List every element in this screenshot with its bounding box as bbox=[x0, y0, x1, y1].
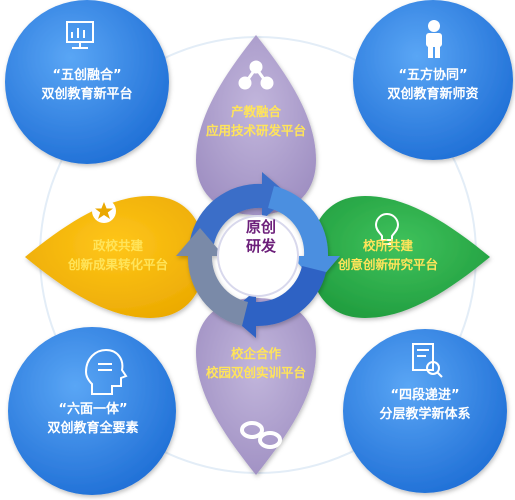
cycle-arrow-left bbox=[176, 228, 248, 326]
label-bottom-right-line1: “四段递进” bbox=[390, 388, 460, 403]
cycle-arrow-right bbox=[268, 186, 340, 284]
label-bottom-left-line1: “六面一体” bbox=[58, 402, 128, 417]
hub-label-line2: 研发 bbox=[245, 237, 276, 255]
link-icon bbox=[240, 421, 282, 449]
label-petal-bottom-line2: 校园双创实训平台 bbox=[205, 365, 306, 380]
star-icon bbox=[92, 199, 116, 223]
label-petal-right-line2: 创意创新研究平台 bbox=[337, 257, 438, 272]
label-top-left: “五创融合” 双创教育新平台 bbox=[27, 66, 147, 104]
petal-left bbox=[25, 196, 205, 318]
circle-bottom-right bbox=[343, 329, 507, 493]
label-top-left-line2: 双创教育新平台 bbox=[41, 87, 133, 102]
cycle-arrows bbox=[176, 172, 340, 338]
petal-right bbox=[310, 196, 490, 318]
circle-bottom-left bbox=[8, 327, 176, 495]
document-search-icon bbox=[412, 343, 443, 378]
label-petal-top-line1: 产教融合 bbox=[230, 104, 281, 119]
network-icon bbox=[238, 60, 274, 90]
label-top-right: “五方协同” 双创教育新师资 bbox=[373, 66, 493, 104]
hub-label: 原创 研发 bbox=[230, 218, 292, 256]
label-bottom-left-line2: 双创教育全要素 bbox=[47, 421, 139, 436]
label-petal-top: 产教融合 应用技术研发平台 bbox=[196, 102, 316, 140]
label-petal-right: 校所共建 创意创新研究平台 bbox=[332, 236, 444, 274]
head-thinking-icon bbox=[84, 348, 128, 395]
cycle-arrow-bottom bbox=[228, 266, 326, 338]
circle-top-left bbox=[5, 0, 169, 164]
label-petal-bottom: 校企合作 校园双创实训平台 bbox=[196, 344, 316, 382]
label-top-right-line2: 双创教育新师资 bbox=[387, 87, 479, 102]
label-bottom-right: “四段递进” 分层教学新体系 bbox=[365, 386, 485, 424]
label-top-left-line1: “五创融合” bbox=[52, 68, 122, 83]
label-bottom-left: “六面一体” 双创教育全要素 bbox=[33, 400, 153, 438]
cycle-arrow-top bbox=[190, 172, 290, 244]
label-petal-left: 政校共建 创新成果转化平台 bbox=[60, 236, 176, 274]
label-petal-right-line1: 校所共建 bbox=[362, 238, 413, 253]
label-bottom-right-line2: 分层教学新体系 bbox=[379, 407, 471, 422]
label-petal-bottom-line1: 校企合作 bbox=[230, 346, 281, 361]
circle-top-right bbox=[353, 0, 513, 160]
label-petal-top-line2: 应用技术研发平台 bbox=[205, 123, 306, 138]
hub-label-line1: 原创 bbox=[245, 218, 276, 236]
lightbulb-icon bbox=[374, 212, 400, 245]
chart-screen-icon bbox=[66, 21, 94, 49]
label-petal-left-line1: 政校共建 bbox=[92, 238, 143, 253]
petal-bottom bbox=[196, 298, 316, 475]
label-petal-left-line2: 创新成果转化平台 bbox=[67, 257, 168, 272]
petal-top bbox=[196, 35, 316, 215]
label-top-right-line1: “五方协同” bbox=[398, 68, 468, 83]
person-icon bbox=[426, 20, 442, 58]
hub-circle bbox=[217, 215, 299, 297]
